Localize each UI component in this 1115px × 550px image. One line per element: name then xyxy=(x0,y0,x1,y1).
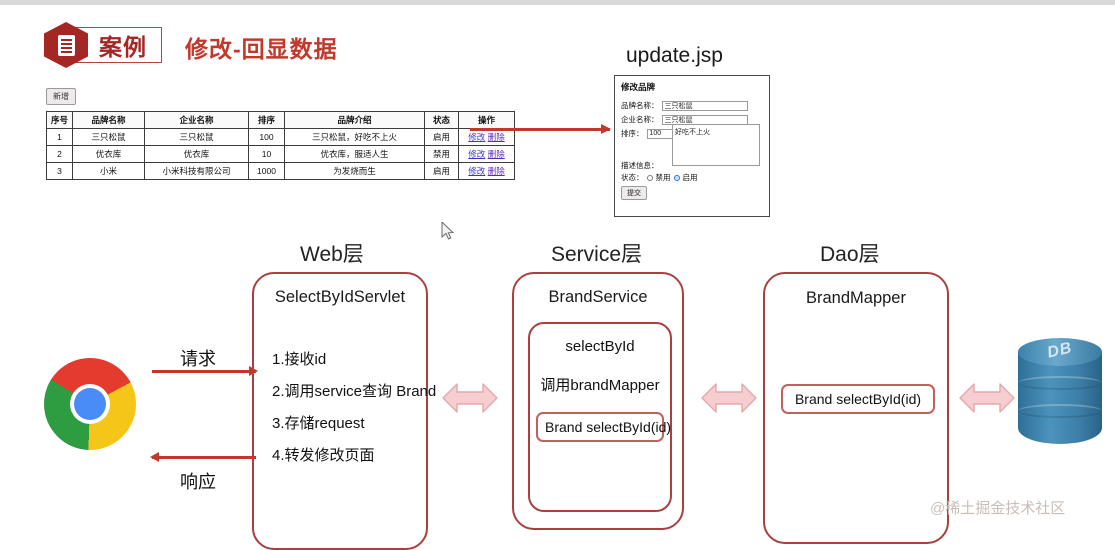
update-jsp-form: 修改品牌 品牌名称： 三只松鼠 企业名称： 三只松鼠 排序： 100 好吃不上火… xyxy=(614,75,770,217)
brand-table: 序号 品牌名称 企业名称 排序 品牌介绍 状态 操作 1 三只松鼠 三只松鼠 1… xyxy=(46,111,515,180)
service-class-name: BrandService xyxy=(548,288,648,306)
table-row: 2 优衣库 优衣库 10 优衣库，服适人生 禁用 修改 删除 xyxy=(46,145,515,163)
delete-link[interactable]: 删除 xyxy=(487,132,505,142)
top-letterbox-bar xyxy=(0,0,1115,5)
database-cylinder-icon: DB xyxy=(1018,338,1102,458)
dao-layer-box: BrandMapper Brand selectById(id) xyxy=(763,272,949,544)
edit-link[interactable]: 修改 xyxy=(468,132,486,142)
service-dao-double-arrow-icon xyxy=(700,378,758,418)
delete-link[interactable]: 删除 xyxy=(487,166,505,176)
table-header-row: 序号 品牌名称 企业名称 排序 品牌介绍 状态 操作 xyxy=(46,111,515,129)
cell-actions: 修改 删除 xyxy=(458,162,515,180)
radio-disabled[interactable] xyxy=(646,174,653,181)
cell-company: 三只松鼠 xyxy=(144,128,249,146)
cell-order: 10 xyxy=(248,145,285,163)
web-step-3: 3.存储request xyxy=(272,415,365,432)
cell-brand: 小米 xyxy=(72,162,145,180)
watermark-text: @稀土掘金技术社区 xyxy=(930,500,1066,517)
brand-name-input[interactable]: 三只松鼠 xyxy=(661,100,748,111)
service-call-text: 调用brandMapper xyxy=(540,377,660,394)
servlet-class-name: SelectByIdServlet xyxy=(274,288,406,306)
add-brand-button[interactable]: 新增 xyxy=(46,88,76,105)
col-actions: 操作 xyxy=(458,111,515,129)
cell-index: 1 xyxy=(46,128,73,146)
description-textarea[interactable]: 好吃不上火 xyxy=(672,124,760,166)
col-index: 序号 xyxy=(46,111,73,129)
web-layer-title: Web层 xyxy=(300,243,364,266)
edit-to-jsp-arrow-icon xyxy=(470,124,611,134)
cell-order: 1000 xyxy=(248,162,285,180)
cell-brand: 三只松鼠 xyxy=(72,128,145,146)
web-service-double-arrow-icon xyxy=(441,378,499,418)
status-label: 状态： xyxy=(621,173,644,182)
chrome-logo-icon xyxy=(44,358,136,450)
col-brand: 品牌名称 xyxy=(72,111,145,129)
response-label: 响应 xyxy=(180,472,216,492)
col-order: 排序 xyxy=(248,111,285,129)
web-step-2: 2.调用service查询 Brand xyxy=(272,383,437,400)
response-arrow-icon xyxy=(150,452,256,462)
col-desc: 品牌介绍 xyxy=(284,111,425,129)
request-arrow-icon xyxy=(152,366,258,376)
cell-index: 2 xyxy=(46,145,73,163)
case-badge: 案例 xyxy=(44,22,162,68)
cell-actions: 修改 删除 xyxy=(458,145,515,163)
jsp-page-title: update.jsp xyxy=(626,44,723,67)
request-label: 请求 xyxy=(180,349,216,369)
web-step-1: 1.接收id xyxy=(272,351,327,368)
cell-desc: 三只松鼠，好吃不上火 xyxy=(284,128,425,146)
edit-link[interactable]: 修改 xyxy=(468,166,486,176)
service-method-name: selectById xyxy=(565,338,635,355)
service-layer-title: Service层 xyxy=(551,243,643,266)
mouse-cursor-icon xyxy=(441,220,455,240)
radio-enabled[interactable] xyxy=(673,174,680,181)
delete-link[interactable]: 删除 xyxy=(487,149,505,159)
cell-brand: 优衣库 xyxy=(72,145,145,163)
company-name-input[interactable]: 三只松鼠 xyxy=(661,114,748,125)
web-layer-box: SelectByIdServlet 1.接收id 2.调用service查询 B… xyxy=(252,272,436,550)
form-heading: 修改品牌 xyxy=(621,82,656,92)
service-signature-box: Brand selectById(id) xyxy=(536,412,671,442)
dao-signature-box: Brand selectById(id) xyxy=(781,384,935,414)
radio-enabled-label: 启用 xyxy=(682,173,698,182)
description-label: 描述信息： xyxy=(621,161,659,170)
brand-table-zone: 新增 序号 品牌名称 企业名称 排序 品牌介绍 状态 操作 1 三只松鼠 三只松… xyxy=(46,86,515,180)
mapper-class-name: BrandMapper xyxy=(806,289,906,307)
cell-company: 优衣库 xyxy=(144,145,249,163)
submit-button[interactable]: 提交 xyxy=(621,186,647,200)
cell-index: 3 xyxy=(46,162,73,180)
web-step-4: 4.转发修改页面 xyxy=(272,447,375,464)
cell-actions: 修改 删除 xyxy=(458,128,515,146)
dao-layer-title: Dao层 xyxy=(820,243,880,266)
cell-company: 小米科技有限公司 xyxy=(144,162,249,180)
table-row: 3 小米 小米科技有限公司 1000 为发烧而生 启用 修改 删除 xyxy=(46,162,515,180)
status-row: 状态： 禁用 启用 xyxy=(621,172,698,183)
page-subtitle: 修改-回显数据 xyxy=(185,36,338,62)
order-label: 排序： xyxy=(621,129,644,138)
edit-link[interactable]: 修改 xyxy=(468,149,486,159)
cell-order: 100 xyxy=(248,128,285,146)
company-name-label: 企业名称： xyxy=(621,115,659,124)
cell-status: 启用 xyxy=(424,162,459,180)
dao-db-double-arrow-icon xyxy=(958,378,1016,418)
table-row: 1 三只松鼠 三只松鼠 100 三只松鼠，好吃不上火 启用 修改 删除 xyxy=(46,128,515,146)
cell-desc: 优衣库，服适人生 xyxy=(284,145,425,163)
brand-name-label: 品牌名称： xyxy=(621,101,659,110)
cell-status: 禁用 xyxy=(424,145,459,163)
radio-disabled-label: 禁用 xyxy=(655,173,671,182)
col-status: 状态 xyxy=(424,111,459,129)
service-layer-box: BrandService selectById 调用brandMapper Br… xyxy=(512,272,684,530)
cell-status: 启用 xyxy=(424,128,459,146)
service-method-box: selectById 调用brandMapper Brand selectByI… xyxy=(528,322,672,512)
brand-name-row: 品牌名称： 三只松鼠 xyxy=(621,100,763,111)
col-company: 企业名称 xyxy=(144,111,249,129)
cell-desc: 为发烧而生 xyxy=(284,162,425,180)
